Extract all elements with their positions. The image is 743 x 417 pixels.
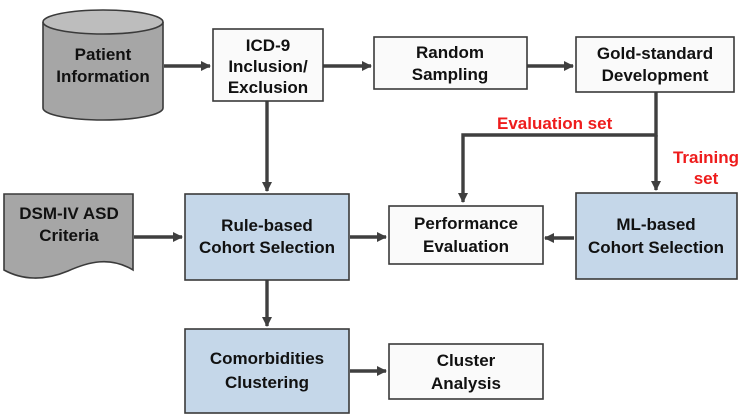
node-label-line: Exclusion — [228, 78, 308, 97]
node-box — [575, 36, 735, 93]
node-label-line: Comorbidities — [210, 349, 324, 368]
node-random-sampling: Random Sampling — [373, 36, 528, 90]
edge-gold-to-performance — [458, 92, 658, 203]
node-label-line: DSM-IV ASD — [19, 204, 119, 223]
node-label-line: Gold-standard — [597, 44, 713, 63]
node-label-line: Information — [56, 67, 150, 86]
cylinder-shape — [42, 22, 164, 121]
node-label-line: ML-based — [616, 215, 695, 234]
node-label-line: ICD-9 — [246, 36, 290, 55]
node-performance-evaluation: Performance Evaluation — [388, 205, 544, 265]
node-rule-based-cohort-selection: Rule-based Cohort Selection — [184, 193, 350, 281]
edges — [134, 61, 661, 376]
document-shape — [3, 193, 134, 279]
node-label-line: Rule-based — [221, 216, 313, 235]
node-label-line: Cohort Selection — [199, 238, 335, 257]
node-label-line: Clustering — [225, 373, 309, 392]
node-label-line: Evaluation — [423, 237, 509, 256]
node-cluster-analysis: Cluster Analysis — [388, 343, 544, 400]
node-comorbidities-clustering: Comorbidities Clustering — [184, 328, 350, 414]
node-label-line: Patient — [75, 45, 132, 64]
node-box — [184, 193, 350, 281]
node-label-line: Random — [416, 43, 484, 62]
node-patient-information: Patient Information — [42, 9, 164, 121]
cylinder-top — [42, 9, 164, 35]
node-label-line: Cluster — [437, 351, 496, 370]
node-label-line: Sampling — [412, 65, 489, 84]
node-label-line: Criteria — [39, 226, 99, 245]
edge-label-evaluation-set: Evaluation set — [497, 114, 613, 133]
node-box — [388, 343, 544, 400]
edge-label-training-set: set — [694, 169, 719, 188]
node-box — [184, 328, 350, 414]
node-label-line: Analysis — [431, 374, 501, 393]
node-ml-based-cohort-selection: ML-based Cohort Selection — [575, 192, 738, 280]
node-box — [212, 28, 324, 102]
node-label-line: Development — [602, 66, 709, 85]
node-icd9-inclusion-exclusion: ICD-9 Inclusion/ Exclusion — [212, 28, 324, 102]
node-dsm-iv-asd-criteria: DSM-IV ASD Criteria — [3, 193, 134, 279]
node-label-line: Inclusion/ — [228, 57, 308, 76]
node-gold-standard-development: Gold-standard Development — [575, 36, 735, 93]
node-label-line: Cohort Selection — [588, 238, 724, 257]
node-box — [575, 192, 738, 280]
node-box — [373, 36, 528, 90]
edge-label-training-set: Training — [673, 148, 739, 167]
node-label-line: Performance — [414, 214, 518, 233]
node-box — [388, 205, 544, 265]
